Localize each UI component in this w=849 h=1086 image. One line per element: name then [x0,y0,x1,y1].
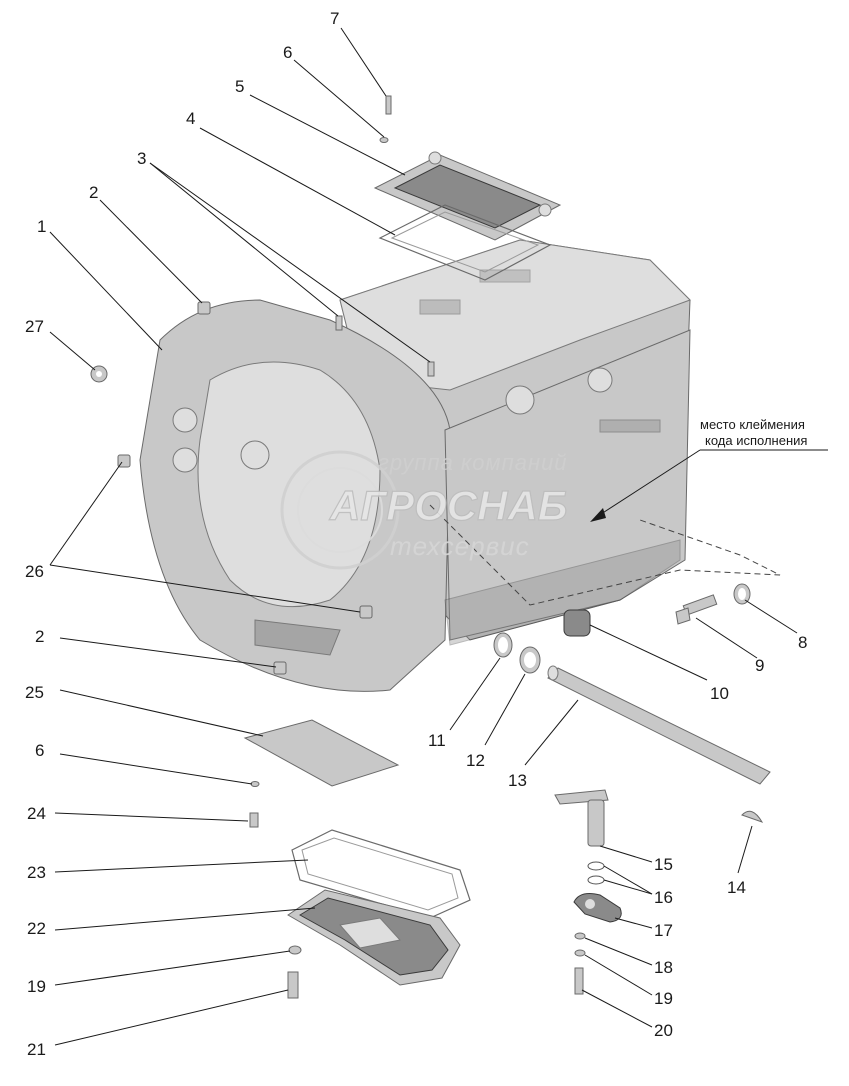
callout-20: 20 [654,1021,673,1040]
callout-17: 17 [654,921,673,940]
callout-25: 25 [25,683,44,702]
note-line2: кода исполнения [705,433,807,448]
washer-6-bottom [250,781,260,787]
callout-21: 21 [27,1040,46,1059]
dowel-3a [335,315,343,331]
gearbox-housing [139,239,691,692]
dowel-3b [427,361,435,377]
bushing-26-right [359,605,373,619]
callout-6-bottom: 6 [35,741,44,760]
leader-lines [49,27,828,1046]
washer-6-top [379,137,389,143]
callout-23: 23 [27,863,46,882]
ring-11 [493,632,513,658]
callout-24: 24 [27,804,46,823]
callout-8: 8 [798,633,807,652]
callout-12: 12 [466,751,485,770]
callout-13: 13 [508,771,527,790]
callout-22: 22 [27,919,46,938]
washer-19-left [288,945,302,955]
callout-3: 3 [137,149,146,168]
gasket-17 [573,893,622,923]
top-cover-plate [373,151,562,241]
note-line1: место клеймения [700,417,805,432]
callout-2-bottom: 2 [35,627,44,646]
callout-18: 18 [654,958,673,977]
ring-12 [519,646,541,674]
top-cover-gasket [378,204,552,281]
selector-lever-15 [554,789,609,847]
stamping-location-note: место клеймения кода исполнения [700,417,807,448]
callout-19-right: 19 [654,989,673,1008]
key-14 [741,810,764,823]
callout-15: 15 [654,855,673,874]
callout-4: 4 [186,109,195,128]
bushing-2-top [197,301,211,315]
watermark: группа компаний АГРОСНАБ техсервис [280,450,568,570]
callout-9: 9 [755,656,764,675]
callout-10: 10 [710,684,729,703]
callout-5: 5 [235,77,244,96]
callout-27: 27 [25,317,44,336]
callout-2-top: 2 [89,183,98,202]
shaft-13 [547,665,771,785]
watermark-line2: АГРОСНАБ [329,482,568,529]
callout-19-left: 19 [27,977,46,996]
callout-26: 26 [25,562,44,581]
callout-14: 14 [727,878,746,897]
washer-19-right [574,949,586,957]
plug-10 [563,609,591,637]
orings-16 [587,861,605,885]
bolt-7-top [385,95,392,115]
callout-labels: 7 6 5 4 3 2 1 27 26 2 25 6 24 23 22 19 2… [25,9,807,1059]
washer-18 [574,932,586,940]
watermark-line3: техсервис [390,531,530,561]
watermark-line1: группа компаний [378,450,568,475]
gasket-23 [291,829,471,919]
oil-pan-22 [287,889,461,986]
callout-7: 7 [330,9,339,28]
callout-1: 1 [37,217,46,236]
ring-8 [733,583,751,605]
bolt-21 [287,971,299,999]
bolt-24 [249,812,259,828]
callout-6-top: 6 [283,43,292,62]
callout-16: 16 [654,888,673,907]
mounting-outline-dashed [429,504,781,606]
bolt-20 [574,967,584,995]
bushing-2-bottom [273,661,287,675]
callout-11: 11 [428,731,446,750]
bolt-9 [675,594,718,625]
cover-25 [243,719,400,787]
